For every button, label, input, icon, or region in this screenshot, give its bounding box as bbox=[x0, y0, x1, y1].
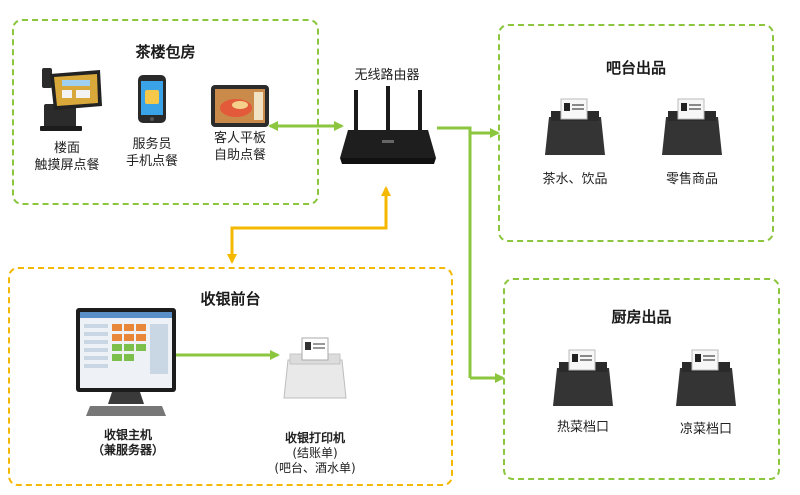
bar-title: 吧台出品 bbox=[605, 59, 666, 77]
router-label: 无线路由器 bbox=[354, 68, 420, 83]
tablet-label: 客人平板 自助点餐 bbox=[213, 131, 266, 163]
receipt-printer-icon bbox=[660, 97, 724, 161]
receipt-printer-icon bbox=[551, 348, 615, 412]
kitchen-box bbox=[503, 278, 780, 480]
teahouse-title: 茶楼包房 bbox=[135, 43, 196, 61]
link-router-printers bbox=[437, 126, 472, 378]
smartphone-label: 服务员 手机点餐 bbox=[125, 137, 178, 169]
cashier-title: 收银前台 bbox=[200, 290, 261, 308]
receipt-printer-icon bbox=[282, 336, 348, 404]
bar-box bbox=[498, 24, 774, 242]
kitchen-printer-2-label: 凉菜档口 bbox=[679, 422, 732, 437]
tablet-icon bbox=[210, 84, 270, 132]
smartphone-icon bbox=[137, 74, 167, 128]
kitchen-title: 厨房出品 bbox=[611, 308, 672, 326]
touch-screen-label: 楼面 触摸屏点餐 bbox=[34, 141, 100, 173]
receipt-printer-icon bbox=[543, 97, 607, 161]
cashier-box bbox=[8, 267, 453, 486]
touch-screen-pos-icon bbox=[36, 66, 106, 136]
pos-host-label: 收银主机 （兼服务器） bbox=[91, 428, 164, 457]
bar-printer-1-label: 茶水、饮品 bbox=[542, 172, 608, 187]
link-router-cashier bbox=[227, 186, 391, 264]
bar-printer-2-label: 零售商品 bbox=[665, 172, 718, 187]
receipt-printer-label: 收银打印机 (结账单) (吧台、酒水单) bbox=[274, 431, 356, 475]
wireless-router-icon bbox=[338, 86, 438, 174]
pos-monitor-icon bbox=[74, 306, 178, 422]
receipt-printer-icon bbox=[674, 348, 738, 412]
kitchen-printer-1-label: 热菜档口 bbox=[556, 420, 609, 435]
teahouse-box bbox=[12, 19, 319, 205]
